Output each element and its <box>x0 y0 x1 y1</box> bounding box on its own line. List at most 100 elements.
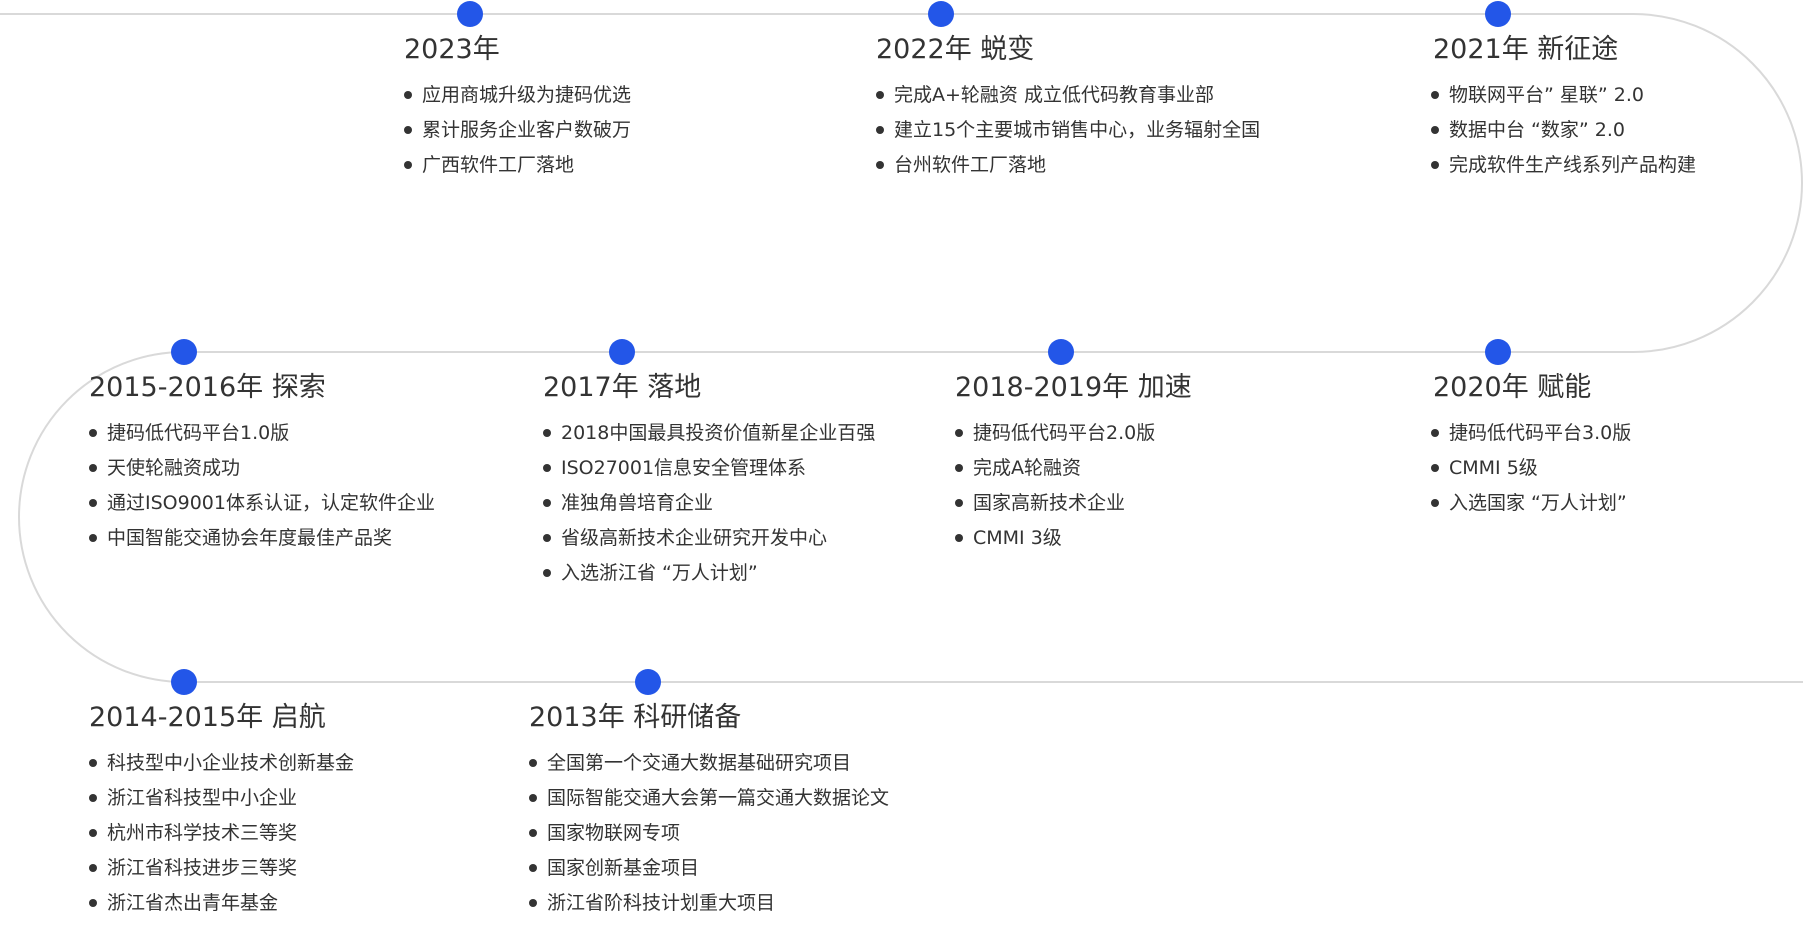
list-item: 全国第一个交通大数据基础研究项目 <box>529 750 889 785</box>
list-item: 完成A+轮融资 成立低代码教育事业部 <box>876 82 1260 117</box>
bullet-icon <box>89 794 97 802</box>
item-text: 国家创新基金项目 <box>547 857 700 879</box>
timeline-node-2018-2019 <box>1048 339 1074 365</box>
item-text: CMMI 5级 <box>1449 457 1538 479</box>
list-item: 浙江省科技型中小企业 <box>89 785 354 820</box>
bullet-icon <box>529 759 537 767</box>
bullet-icon <box>955 429 963 437</box>
milestone-items: 完成A+轮融资 成立低代码教育事业部 建立15个主要城市销售中心，业务辐射全国 … <box>876 82 1260 187</box>
timeline-node-2017 <box>609 339 635 365</box>
timeline-node-2021 <box>1485 1 1511 27</box>
milestone-items: 捷码低代码平台3.0版 CMMI 5级 入选国家 “万人计划” <box>1431 420 1631 525</box>
item-text: 全国第一个交通大数据基础研究项目 <box>547 752 852 774</box>
item-text: 科技型中小企业技术创新基金 <box>107 752 355 774</box>
item-text: 准独角兽培育企业 <box>561 492 714 514</box>
list-item: 科技型中小企业技术创新基金 <box>89 750 354 785</box>
bullet-icon <box>876 91 884 99</box>
bullet-icon <box>955 534 963 542</box>
item-text: 累计服务企业客户数破万 <box>422 119 632 141</box>
list-item: 入选浙江省 “万人计划” <box>543 560 875 595</box>
milestone-items: 捷码低代码平台1.0版 天使轮融资成功 通过ISO9001体系认证，认定软件企业… <box>89 420 435 560</box>
item-text: 广西软件工厂落地 <box>422 154 575 176</box>
timeline-node-2015-2016 <box>171 339 197 365</box>
milestone-title: 2014-2015年 启航 <box>89 702 326 733</box>
milestone-items: 物联网平台” 星联” 2.0 数据中台 “数家” 2.0 完成软件生产线系列产品… <box>1431 82 1696 187</box>
milestone-items: 全国第一个交通大数据基础研究项目 国际智能交通大会第一篇交通大数据论文 国家物联… <box>529 750 889 925</box>
list-item: 广西软件工厂落地 <box>404 152 631 187</box>
bullet-icon <box>543 569 551 577</box>
timeline-node-2023 <box>457 1 483 27</box>
list-item: 省级高新技术企业研究开发中心 <box>543 525 875 560</box>
item-text: 国际智能交通大会第一篇交通大数据论文 <box>547 787 890 809</box>
list-item: 浙江省科技进步三等奖 <box>89 855 354 890</box>
bullet-icon <box>529 864 537 872</box>
item-text: 省级高新技术企业研究开发中心 <box>561 527 828 549</box>
list-item: 浙江省阶科技计划重大项目 <box>529 890 889 925</box>
item-text: 中国智能交通协会年度最佳产品奖 <box>107 527 393 549</box>
list-item: 准独角兽培育企业 <box>543 490 875 525</box>
bullet-icon <box>89 899 97 907</box>
bullet-icon <box>529 829 537 837</box>
item-text: 捷码低代码平台2.0版 <box>973 422 1156 444</box>
bullet-icon <box>89 499 97 507</box>
bullet-icon <box>876 126 884 134</box>
bullet-icon <box>1431 91 1439 99</box>
list-item: 捷码低代码平台1.0版 <box>89 420 435 455</box>
item-text: 完成A轮融资 <box>973 457 1081 479</box>
milestone-items: 捷码低代码平台2.0版 完成A轮融资 国家高新技术企业 CMMI 3级 <box>955 420 1155 560</box>
bullet-icon <box>89 429 97 437</box>
list-item: 国家创新基金项目 <box>529 855 889 890</box>
item-text: 浙江省科技型中小企业 <box>107 787 298 809</box>
bullet-icon <box>955 499 963 507</box>
bullet-icon <box>543 534 551 542</box>
item-text: 国家物联网专项 <box>547 822 681 844</box>
item-text: 物联网平台” 星联” 2.0 <box>1449 84 1644 106</box>
bullet-icon <box>1431 126 1439 134</box>
bullet-icon <box>1431 499 1439 507</box>
bullet-icon <box>89 534 97 542</box>
milestone-items: 应用商城升级为捷码优选 累计服务企业客户数破万 广西软件工厂落地 <box>404 82 631 187</box>
list-item: 中国智能交通协会年度最佳产品奖 <box>89 525 435 560</box>
milestone-title: 2023年 <box>404 34 500 65</box>
item-text: 捷码低代码平台3.0版 <box>1449 422 1632 444</box>
item-text: 浙江省科技进步三等奖 <box>107 857 298 879</box>
timeline-node-2020 <box>1485 339 1511 365</box>
bullet-icon <box>404 161 412 169</box>
item-text: 天使轮融资成功 <box>107 457 241 479</box>
bullet-icon <box>404 91 412 99</box>
item-text: 浙江省阶科技计划重大项目 <box>547 892 776 914</box>
item-text: 入选国家 “万人计划” <box>1449 492 1627 514</box>
list-item: 物联网平台” 星联” 2.0 <box>1431 82 1696 117</box>
list-item: 2018中国最具投资价值新星企业百强 <box>543 420 875 455</box>
list-item: 数据中台 “数家” 2.0 <box>1431 117 1696 152</box>
list-item: 完成软件生产线系列产品构建 <box>1431 152 1696 187</box>
bullet-icon <box>543 429 551 437</box>
item-text: 建立15个主要城市销售中心，业务辐射全国 <box>894 119 1261 141</box>
item-text: 入选浙江省 “万人计划” <box>561 562 758 584</box>
timeline-node-2014-2015 <box>171 669 197 695</box>
item-text: CMMI 3级 <box>973 527 1062 549</box>
item-text: 2018中国最具投资价值新星企业百强 <box>561 422 876 444</box>
bullet-icon <box>89 759 97 767</box>
milestone-title: 2017年 落地 <box>543 372 702 403</box>
milestone-title: 2015-2016年 探索 <box>89 372 326 403</box>
list-item: 累计服务企业客户数破万 <box>404 117 631 152</box>
item-text: 通过ISO9001体系认证，认定软件企业 <box>107 492 435 514</box>
bullet-icon <box>543 499 551 507</box>
bullet-icon <box>955 464 963 472</box>
item-text: 浙江省杰出青年基金 <box>107 892 279 914</box>
list-item: 建立15个主要城市销售中心，业务辐射全国 <box>876 117 1260 152</box>
list-item: 捷码低代码平台2.0版 <box>955 420 1155 455</box>
bullet-icon <box>529 794 537 802</box>
milestone-items: 2018中国最具投资价值新星企业百强 ISO27001信息安全管理体系 准独角兽… <box>543 420 875 595</box>
bullet-icon <box>529 899 537 907</box>
milestone-title: 2020年 赋能 <box>1433 372 1592 403</box>
list-item: 浙江省杰出青年基金 <box>89 890 354 925</box>
bullet-icon <box>1431 429 1439 437</box>
bullet-icon <box>89 864 97 872</box>
list-item: 杭州市科学技术三等奖 <box>89 820 354 855</box>
item-text: 应用商城升级为捷码优选 <box>422 84 632 106</box>
list-item: 国家高新技术企业 <box>955 490 1155 525</box>
milestone-title: 2021年 新征途 <box>1433 34 1619 65</box>
